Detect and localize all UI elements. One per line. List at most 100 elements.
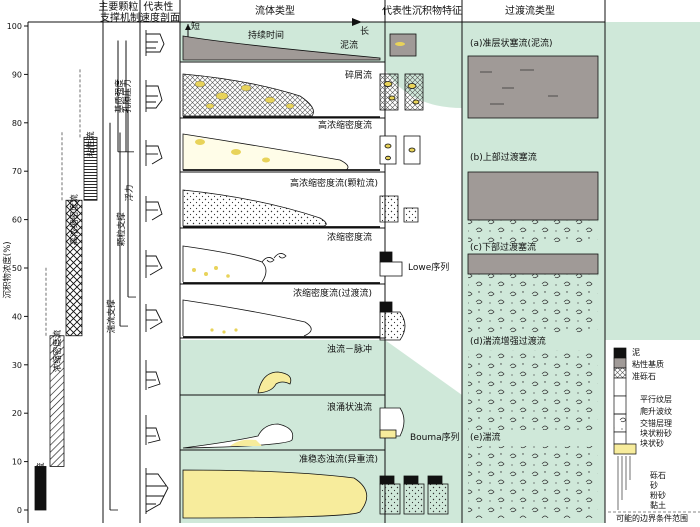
sediment-features: Lowe序列 Bouma序列: [379, 33, 460, 515]
concentration-bars: 浊流 浓缩密度流 高浓缩密度流 粘性流: [34, 67, 98, 511]
flow-shape-transitional: [182, 299, 380, 338]
legend-grain-silt: 粉砂: [650, 490, 666, 500]
profile-debris-flow: [145, 80, 163, 112]
flow-shape-concentrated: [182, 245, 380, 284]
axis-tick-label: 80: [12, 119, 22, 128]
legend-grain-clay: 黏土: [650, 500, 666, 510]
concentration-bar-label: 粘性流: [86, 131, 97, 157]
flow-rows: [145, 30, 385, 519]
axis-tick-label: 100: [7, 22, 22, 31]
concentration-axis: 0 10 20 30 40 50 60 70 80 90 100: [7, 22, 29, 515]
profile-mud-flow: [145, 30, 165, 56]
flow-shape-pulse: [257, 371, 292, 394]
flow-label-grain-flow: 高浓缩密度流(颗粒流): [290, 177, 378, 189]
time-short: 短: [191, 20, 200, 32]
lowe-sequence-label: Lowe序列: [408, 261, 449, 273]
axis-tick-label: 90: [12, 70, 22, 79]
support-range-label: 孔隙压力: [122, 79, 133, 113]
velocity-profile-header: 代表性 速度剖面: [140, 0, 180, 24]
flow-type-header: 流体类型: [255, 4, 295, 17]
flow-shape-quasi-steady: [182, 469, 368, 519]
profile-grain-flow: [145, 196, 163, 222]
feature-bouma: [379, 407, 449, 515]
feature-high-density: [379, 135, 421, 165]
transitional-types: (a)准层状塞流(泥流) (b)上部过渡塞流 (c)下部过渡塞流 (d)湍流增强…: [467, 37, 599, 518]
flow-shape-mud: [182, 35, 381, 61]
legend-massive-silt: 块状粉砂: [640, 428, 672, 438]
support-range-label: 湍流支撑: [106, 299, 117, 334]
legend-grain-gravel: 砾石: [650, 470, 666, 480]
transitional-block-b-base: [468, 220, 598, 242]
support-range-label: 颗粒支撑: [116, 212, 127, 247]
concentration-bar-label: 浊流: [36, 462, 47, 480]
flow-shape-grain-flow: [182, 189, 380, 228]
concentration-bar: [65, 199, 83, 337]
flow-label-surge: 浪涌状浊流: [327, 401, 372, 413]
axis-tick-label: 20: [12, 409, 22, 418]
transitional-block-e: [468, 446, 598, 518]
legend-cross-bedding: 交错层理: [640, 418, 672, 428]
transitional-label-b: (b)上部过渡塞流: [470, 151, 537, 163]
legend-climbing-ripple: 爬升波纹: [640, 406, 672, 416]
flow-label-high-density: 高浓缩密度流: [318, 119, 372, 131]
feature-debris: [379, 73, 424, 111]
feature-lowe: [379, 251, 406, 341]
profile-pulse: [145, 360, 161, 390]
bouma-sequence-label: Bouma序列: [410, 431, 460, 443]
concentration-bar-label: 高浓缩密度流: [69, 194, 80, 246]
legend-mud: 泥: [632, 348, 640, 357]
legend-parallel-lamination: 平行纹层: [640, 394, 672, 404]
flow-shape-surge: [182, 423, 294, 449]
transitional-block-b: [467, 171, 599, 221]
legend: 泥 粘性基质 准砾石 平行纹层 爬升波纹 交错层理 块状粉砂 块状砂 砾石 砂 …: [608, 347, 700, 523]
time-label: 持续时间: [248, 29, 284, 41]
flow-shape-debris: [182, 73, 380, 118]
axis-tick-label: 60: [12, 216, 22, 225]
axis-tick-label: 50: [12, 264, 22, 273]
flow-shape-high-density: [182, 133, 380, 171]
transitional-block-d: [468, 350, 598, 430]
transitional-label-e: (e)湍流: [470, 431, 501, 443]
transitional-block-c: [467, 253, 599, 275]
profile-quasi-steady: [145, 468, 169, 514]
axis-tick-label: 70: [12, 167, 22, 176]
support-range-label: 基质强度: [114, 79, 125, 114]
profile-transitional: [145, 304, 163, 332]
flow-label-quasi-steady: 准稳态浊流(异重流): [299, 453, 378, 465]
profile-high-density: [145, 140, 163, 166]
legend-viscous-matrix: 粘性基质: [632, 359, 664, 369]
legend-massive-sand: 块状砂: [640, 438, 664, 448]
transitional-label-d: (d)湍流增强过渡流: [470, 335, 546, 347]
transitional-types-header: 过渡流类型: [505, 4, 555, 17]
flow-label-pulse: 浊流－脉冲: [327, 343, 372, 355]
time-long: 长: [360, 25, 369, 37]
flow-label-transitional: 浓缩密度流(过渡流): [293, 287, 372, 299]
profile-surge: [145, 415, 161, 445]
transitional-label-a: (a)准层状塞流(泥流): [470, 37, 553, 49]
flow-label-concentrated: 浓缩密度流: [327, 231, 372, 243]
axis-tick-label: 30: [12, 361, 22, 370]
concentration-bar: [34, 466, 47, 511]
concentration-bar: [83, 136, 98, 201]
transitional-label-c: (c)下部过渡塞流: [470, 241, 536, 253]
velocity-profiles: [145, 30, 169, 514]
flow-label-mud: 泥流: [340, 39, 358, 51]
legend-note: 可能的边界条件范围: [616, 513, 688, 523]
flow-labels: 泥流 碎屑流 高浓缩密度流 高浓缩密度流(颗粒流) 浓缩密度流 浓缩密度流(过渡…: [290, 39, 378, 465]
sediment-features-header: 代表性沉积物特征: [382, 4, 462, 17]
concentration-bar: [49, 335, 65, 467]
transitional-block-c-base: [468, 274, 598, 334]
axis-tick-label: 40: [12, 312, 22, 321]
concentration-bar-label: 浓缩密度流: [52, 329, 63, 372]
feature-mud: [389, 33, 417, 57]
axis-label: 沉积物浓度(%): [2, 241, 13, 298]
support-mechanism-header: 主要颗粒 支撑机制: [98, 0, 141, 24]
support-range-label: 浮力: [124, 184, 135, 201]
transitional-block-a: [467, 55, 599, 119]
feature-grain-flow: [379, 195, 419, 223]
axis-tick-label: 0: [17, 506, 22, 515]
axis-tick-label: 10: [12, 458, 22, 467]
profile-concentrated: [145, 250, 163, 278]
legend-gravel: 准砾石: [632, 371, 656, 381]
